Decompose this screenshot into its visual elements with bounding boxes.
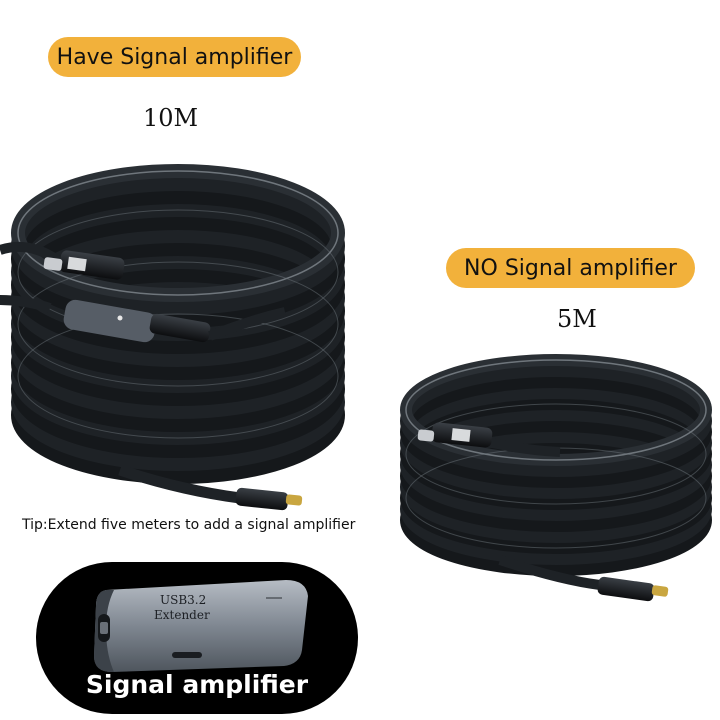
usb-c-connector-top — [43, 250, 125, 280]
tip-text: Tip:Extend five meters to add a signal a… — [22, 517, 356, 533]
usb-c-connector-bottom — [235, 487, 303, 511]
length-5m-label: 5M — [557, 305, 597, 333]
length-10m-label: 10M — [143, 104, 199, 132]
without-amplifier-label: NO Signal amplifier — [464, 255, 677, 281]
with-amplifier-badge: Have Signal amplifier — [48, 37, 301, 77]
usb-c-connector-5m-top — [417, 422, 493, 448]
extender-image: USB3.2 Extender — [94, 580, 308, 672]
without-amplifier-badge: NO Signal amplifier — [446, 248, 695, 288]
amplifier-caption: Signal amplifier — [85, 670, 309, 699]
extender-print-line2: Extender — [154, 608, 210, 622]
inline-amplifier — [63, 299, 287, 343]
coiled-cable-10m — [0, 164, 345, 504]
extender-print-line1: USB3.2 — [160, 593, 206, 607]
with-amplifier-label: Have Signal amplifier — [56, 44, 293, 70]
amplifier-panel: USB3.2 Extender Signal amplifier — [36, 562, 358, 714]
coiled-cable-5m — [400, 354, 712, 590]
usb-c-connector-5m-bottom — [597, 576, 669, 602]
